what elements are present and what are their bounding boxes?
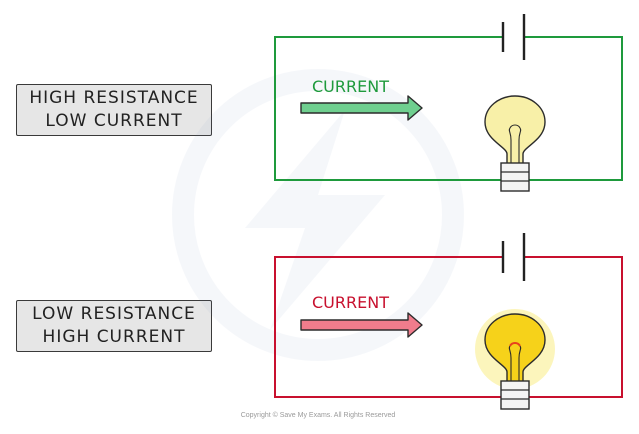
- low-resistance-label-box: LOW RESISTANCE HIGH CURRENT: [16, 300, 212, 352]
- lightning-bolt-icon: [172, 69, 464, 361]
- current-arrow-icon: [300, 312, 423, 338]
- circuit-wire: [274, 256, 623, 398]
- bright-bulb-icon: [475, 309, 555, 410]
- label-line-2: LOW CURRENT: [45, 111, 183, 131]
- dim-bulb-icon: [484, 95, 546, 192]
- current-arrow-icon: [300, 95, 423, 121]
- circuit-top: CURRENT: [274, 14, 623, 192]
- copyright-text: Copyright © Save My Exams. All Rights Re…: [241, 411, 396, 419]
- cell-icon: [501, 14, 526, 60]
- circuit-wire: [274, 36, 623, 181]
- label-line-2: HIGH CURRENT: [42, 327, 186, 347]
- current-label: CURRENT: [312, 293, 389, 312]
- cell-icon: [501, 233, 526, 281]
- label-line-1: LOW RESISTANCE: [32, 304, 196, 324]
- label-line-1: HIGH RESISTANCE: [29, 88, 199, 108]
- current-label: CURRENT: [312, 77, 389, 96]
- circuit-bottom: CURRENT: [274, 233, 623, 410]
- high-resistance-label-box: HIGH RESISTANCE LOW CURRENT: [16, 84, 212, 136]
